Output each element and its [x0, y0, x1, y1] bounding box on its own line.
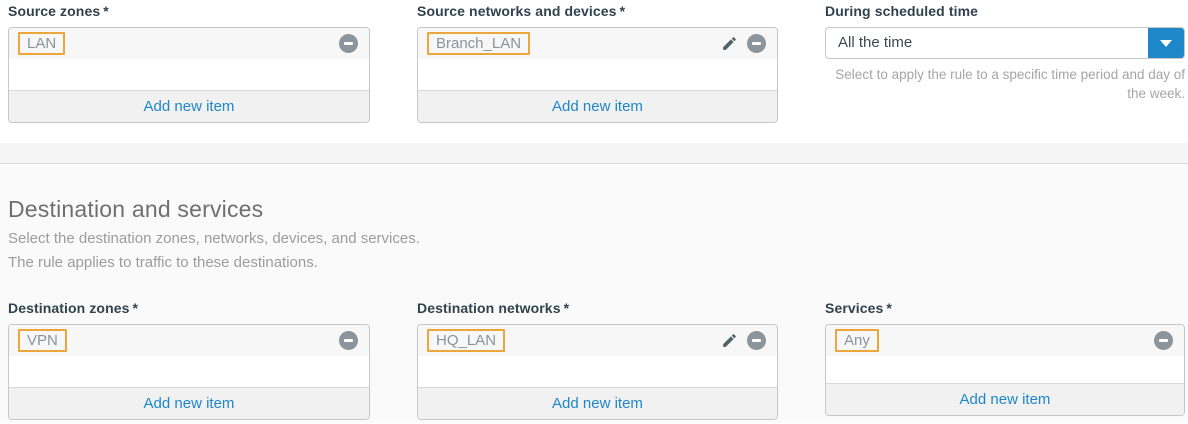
destination-zones-listbox: VPN Add new item — [8, 324, 370, 420]
destination-networks-field: Destination networks* HQ_LAN Add new ite… — [417, 300, 778, 424]
add-new-item-link[interactable]: Add new item — [552, 98, 643, 115]
destination-row: Destination zones* VPN Add new item Dest… — [0, 300, 1188, 424]
required-asterisk: * — [886, 300, 892, 316]
listbox-footer: Add new item — [418, 387, 777, 419]
section-subtitle-line1: Select the destination zones, networks, … — [8, 230, 420, 247]
listbox-empty-area — [826, 356, 1184, 383]
listbox-empty-area — [9, 59, 369, 90]
services-field: Services* Any Add new item The rule appl… — [825, 300, 1185, 424]
source-network-chip: Branch_LAN — [427, 32, 531, 55]
required-asterisk: * — [563, 300, 570, 316]
source-networks-listbox: Branch_LAN Add new item — [417, 27, 778, 123]
remove-icon[interactable] — [1154, 331, 1173, 350]
listbox-footer: Add new item — [9, 90, 369, 122]
destination-networks-item-row: HQ_LAN — [418, 325, 777, 356]
services-item-row: Any — [826, 325, 1184, 356]
add-new-item-link[interactable]: Add new item — [143, 395, 235, 412]
source-row: Source zones* LAN Add new item Source ne… — [0, 0, 1188, 123]
section-title: Destination and services — [8, 196, 264, 222]
schedule-selected-value: All the time — [838, 34, 913, 51]
listbox-footer: Add new item — [9, 387, 369, 419]
destination-network-chip: HQ_LAN — [427, 329, 506, 352]
destination-networks-label: Destination networks* — [417, 300, 778, 316]
source-zones-field: Source zones* LAN Add new item — [8, 3, 370, 123]
add-new-item-link[interactable]: Add new item — [143, 98, 235, 115]
add-new-item-link[interactable]: Add new item — [552, 395, 643, 412]
destination-zones-item-row: VPN — [9, 325, 369, 356]
required-asterisk: * — [132, 300, 139, 316]
edit-icon[interactable] — [721, 332, 738, 349]
destination-zone-chip: VPN — [18, 329, 67, 352]
source-zone-chip: LAN — [18, 32, 66, 55]
row-actions — [721, 34, 766, 53]
row-actions — [339, 34, 358, 53]
listbox-footer: Add new item — [418, 90, 777, 122]
listbox-empty-area — [418, 59, 777, 90]
source-zones-label: Source zones* — [8, 3, 370, 19]
listbox-footer: Add new item — [826, 383, 1184, 415]
dropdown-button[interactable] — [1148, 28, 1184, 58]
destination-zones-label-text: Destination zones — [8, 300, 130, 316]
source-networks-label: Source networks and devices* — [417, 3, 778, 19]
service-chip: Any — [835, 329, 879, 352]
minus-bar — [344, 42, 353, 45]
source-zones-label-text: Source zones — [8, 3, 101, 19]
listbox-empty-area — [418, 356, 777, 387]
source-networks-label-text: Source networks and devices — [417, 3, 617, 19]
row-actions — [721, 331, 766, 350]
required-asterisk: * — [619, 3, 626, 19]
minus-bar — [1159, 339, 1168, 342]
row-actions — [339, 331, 358, 350]
remove-icon[interactable] — [747, 331, 766, 350]
destination-zones-field: Destination zones* VPN Add new item — [8, 300, 370, 424]
source-zones-item-row: LAN — [9, 28, 369, 59]
schedule-field: During scheduled time All the time Selec… — [825, 3, 1185, 123]
remove-icon[interactable] — [747, 34, 766, 53]
section-subtitle-line2: The rule applies to traffic to these des… — [8, 254, 318, 271]
minus-bar — [752, 339, 761, 342]
source-networks-field: Source networks and devices* Branch_LAN … — [417, 3, 778, 123]
destination-networks-label-text: Destination networks — [417, 300, 561, 316]
destination-section: Destination and services Select the dest… — [0, 164, 1188, 423]
remove-icon[interactable] — [339, 34, 358, 53]
services-label-text: Services — [825, 300, 884, 316]
listbox-empty-area — [9, 356, 369, 387]
destination-networks-listbox: HQ_LAN Add new item — [417, 324, 778, 420]
required-asterisk: * — [103, 3, 109, 19]
schedule-select[interactable]: All the time — [825, 27, 1185, 59]
row-actions — [1154, 331, 1173, 350]
services-listbox: Any Add new item — [825, 324, 1185, 416]
edit-icon[interactable] — [721, 35, 738, 52]
destination-zones-label: Destination zones* — [8, 300, 370, 316]
remove-icon[interactable] — [339, 331, 358, 350]
minus-bar — [752, 42, 761, 45]
chevron-down-icon — [1160, 39, 1172, 47]
schedule-help-text: Select to apply the rule to a specific t… — [835, 67, 1185, 101]
schedule-label-text: During scheduled time — [825, 3, 979, 19]
services-label: Services* — [825, 300, 1185, 316]
source-zones-listbox: LAN Add new item — [8, 27, 370, 123]
section-divider — [0, 143, 1188, 164]
minus-bar — [344, 339, 353, 342]
add-new-item-link[interactable]: Add new item — [959, 391, 1051, 408]
source-networks-item-row: Branch_LAN — [418, 28, 777, 59]
schedule-label: During scheduled time — [825, 3, 1185, 19]
